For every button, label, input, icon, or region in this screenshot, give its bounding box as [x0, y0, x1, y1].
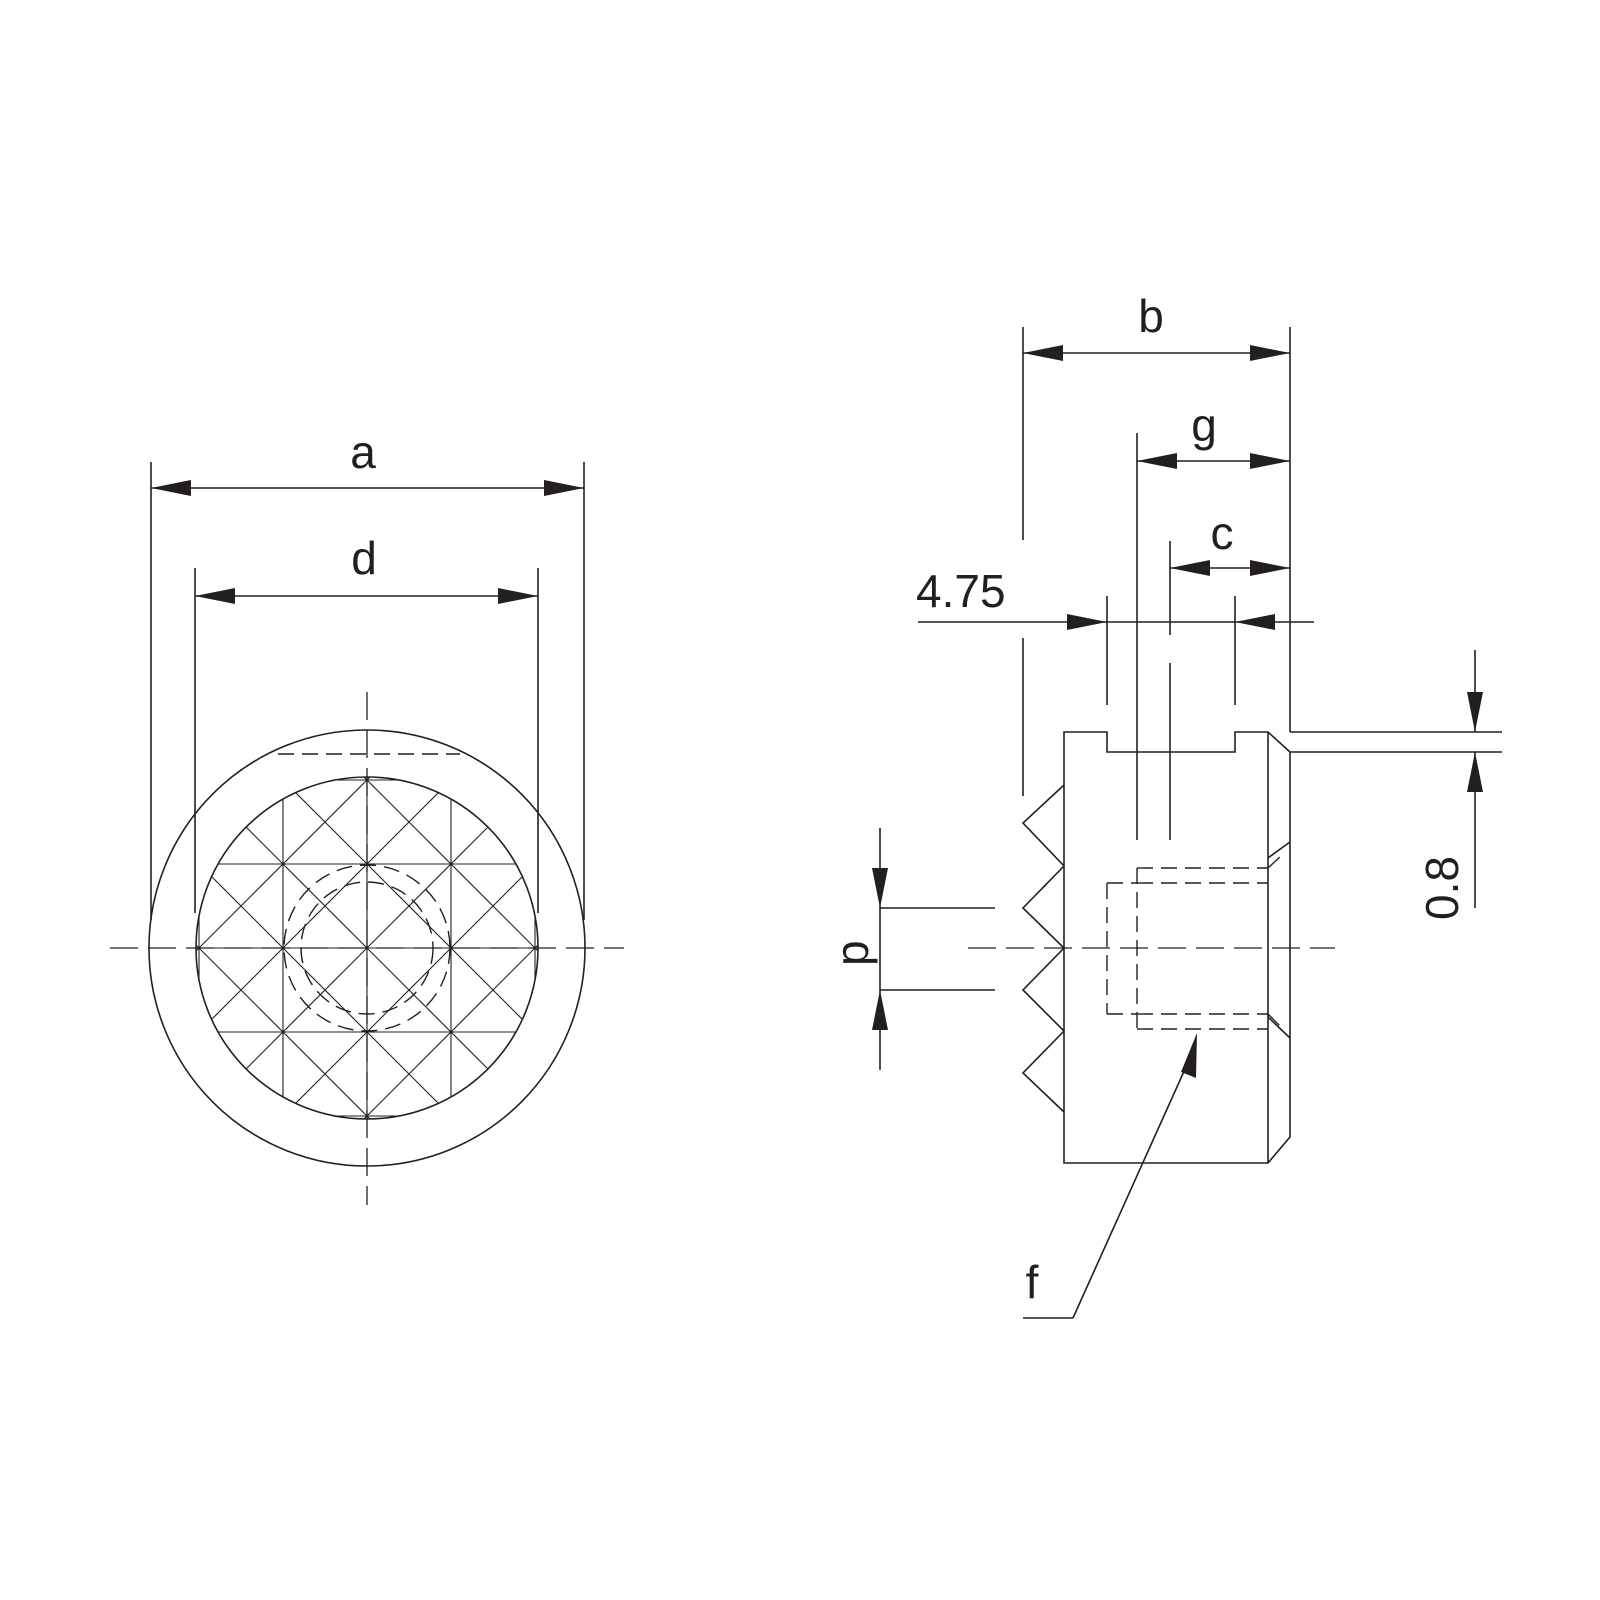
- dim-d-label: d: [351, 532, 377, 584]
- thread-chamfer-top: [1267, 841, 1291, 859]
- knurl-diagonal-line: [196, 777, 538, 1119]
- dim-475-arrow-left: [1067, 614, 1107, 630]
- dim-c-arrow-right: [1250, 560, 1290, 576]
- hidden-thread-bore: [1106, 854, 1283, 1030]
- knurl-diagonal-line: [196, 1107, 538, 1119]
- dim-g-arrow-left: [1137, 453, 1177, 469]
- dim-08-arrow-bottom: [1467, 752, 1483, 792]
- dim-c-label: c: [1211, 507, 1234, 559]
- dim-475-label: 4.75: [916, 565, 1006, 617]
- dim-d-arrow-left: [195, 588, 235, 604]
- leader-f-label: f: [1026, 1256, 1039, 1308]
- thread-chamfer-bottom: [1267, 1016, 1291, 1039]
- dim-p-arrow-top: [872, 868, 888, 908]
- dim-475-arrow-right: [1235, 614, 1275, 630]
- side-view: b g c 4.75 0.8: [826, 290, 1502, 1319]
- dim-p-label: p: [826, 940, 878, 966]
- dim-a-arrow-left: [151, 480, 191, 496]
- dim-b-label: b: [1138, 290, 1164, 342]
- dim-b-arrow-right: [1250, 345, 1290, 361]
- dim-b-arrow-left: [1023, 345, 1063, 361]
- dim-p-arrow-bottom: [872, 990, 888, 1030]
- dim-g-label: g: [1191, 399, 1217, 451]
- front-view: a d: [110, 426, 624, 1205]
- dim-08-arrow-top: [1467, 692, 1483, 732]
- dim-d-arrow-right: [498, 588, 538, 604]
- leader-f-line: [1072, 1057, 1191, 1319]
- dim-a-label: a: [350, 426, 376, 478]
- dim-08-label: 0.8: [1416, 856, 1468, 920]
- knurl-diagonal-line: [196, 1107, 538, 1119]
- leader-f-arrow: [1181, 1033, 1197, 1078]
- dim-a-arrow-right: [544, 480, 584, 496]
- dim-g-arrow-right: [1250, 453, 1290, 469]
- dim-c-arrow-left: [1170, 560, 1210, 576]
